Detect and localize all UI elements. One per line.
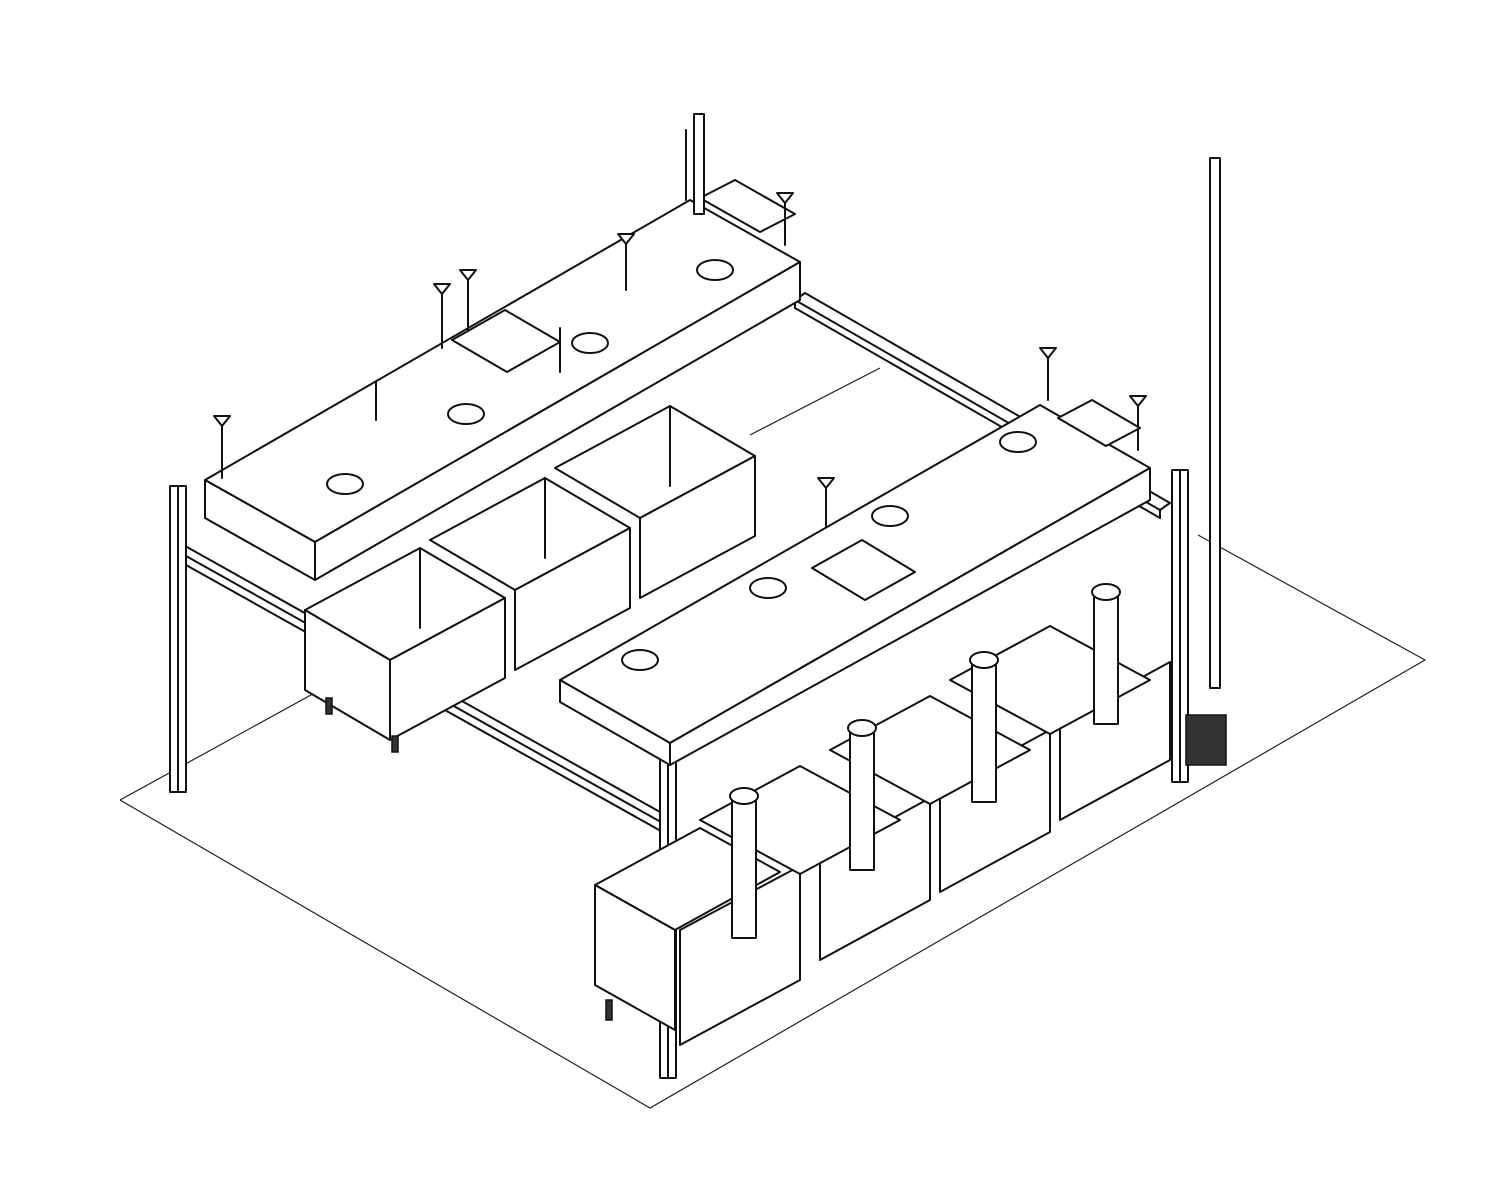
left-kettles <box>304 405 756 753</box>
floor-outline <box>119 367 1427 1109</box>
hood-right <box>559 399 1151 766</box>
front-equipment-row <box>594 583 1227 1046</box>
top-pipe <box>685 113 705 215</box>
hood-upper-left <box>204 179 801 581</box>
